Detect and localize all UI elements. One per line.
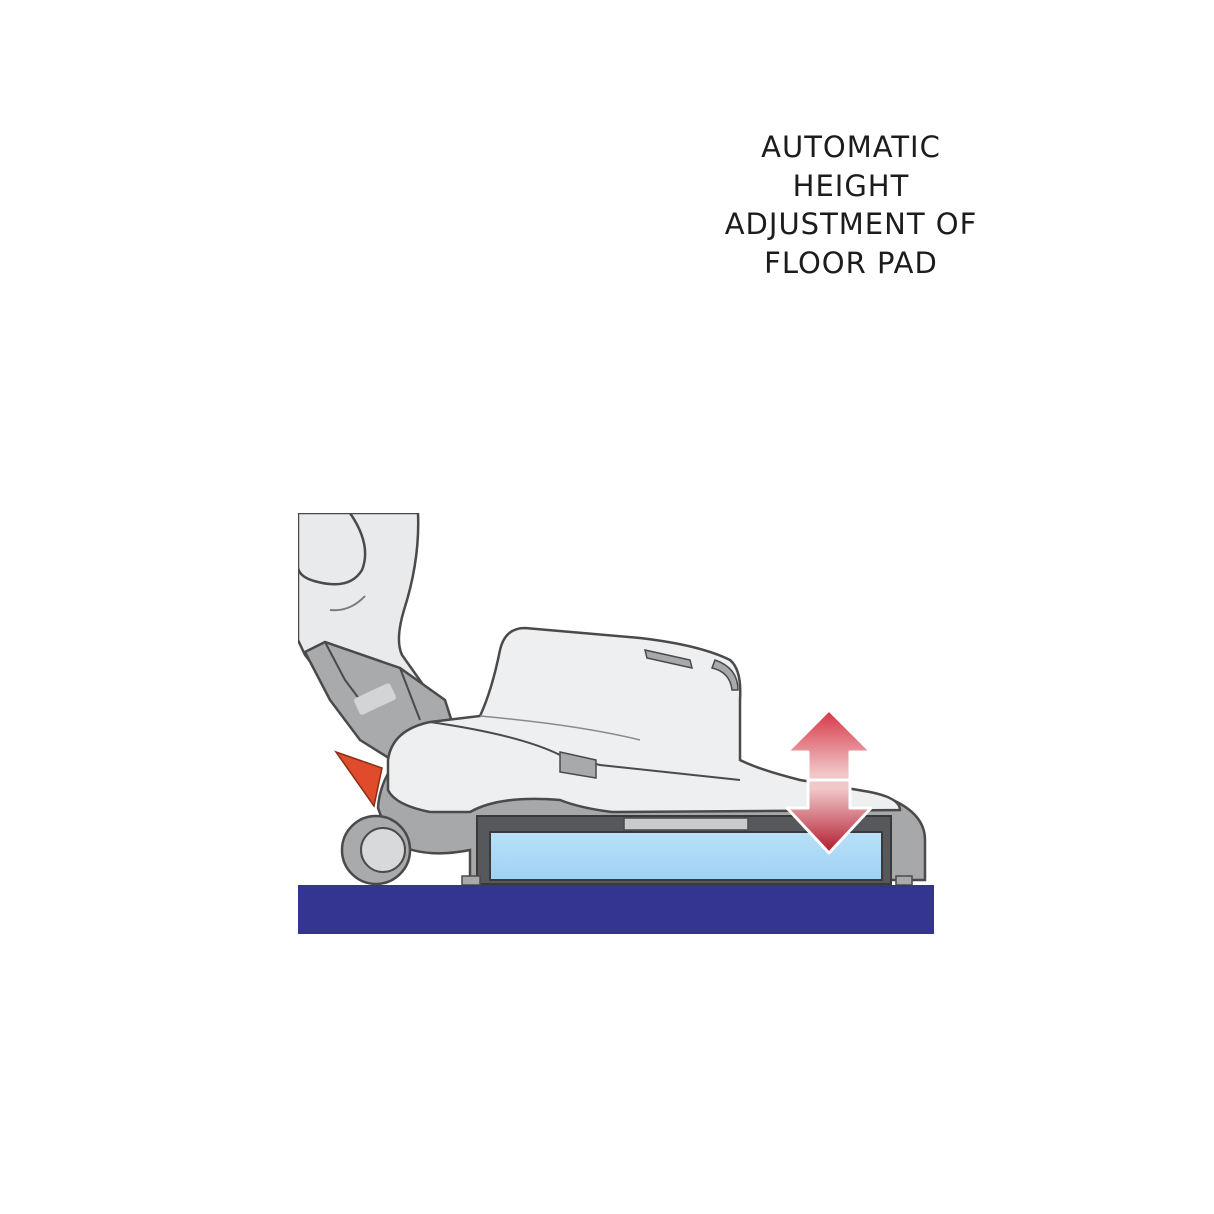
pad-foot-right (895, 875, 913, 886)
vacuum-top-cover (386, 626, 902, 814)
cover-top-accent (643, 649, 694, 669)
floor (298, 885, 934, 934)
caption: AUTOMATIC HEIGHT ADJUSTMENT OF FLOOR PAD (700, 128, 1002, 282)
caption-line-1: AUTOMATIC (761, 130, 941, 164)
caption-line-3: ADJUSTMENT OF (724, 207, 978, 241)
cover-crease (479, 715, 641, 741)
handle-curve-detail-2 (329, 595, 366, 612)
cover-side-accent (710, 659, 739, 691)
pad-foot-left (461, 875, 481, 886)
pad-plate (623, 817, 749, 831)
neck-joint-band (324, 641, 421, 721)
release-pedal (334, 750, 383, 808)
handle-curve-detail (298, 513, 367, 586)
caption-line-4: FLOOR PAD (764, 245, 938, 280)
rear-wheel-hub (360, 827, 406, 873)
neck-light-patch (354, 683, 396, 715)
caption-line-2: HEIGHT (792, 168, 910, 203)
vacuum-scene (298, 513, 934, 934)
up-down-arrow-icon (785, 708, 873, 855)
cover-gray-strip (559, 751, 597, 779)
